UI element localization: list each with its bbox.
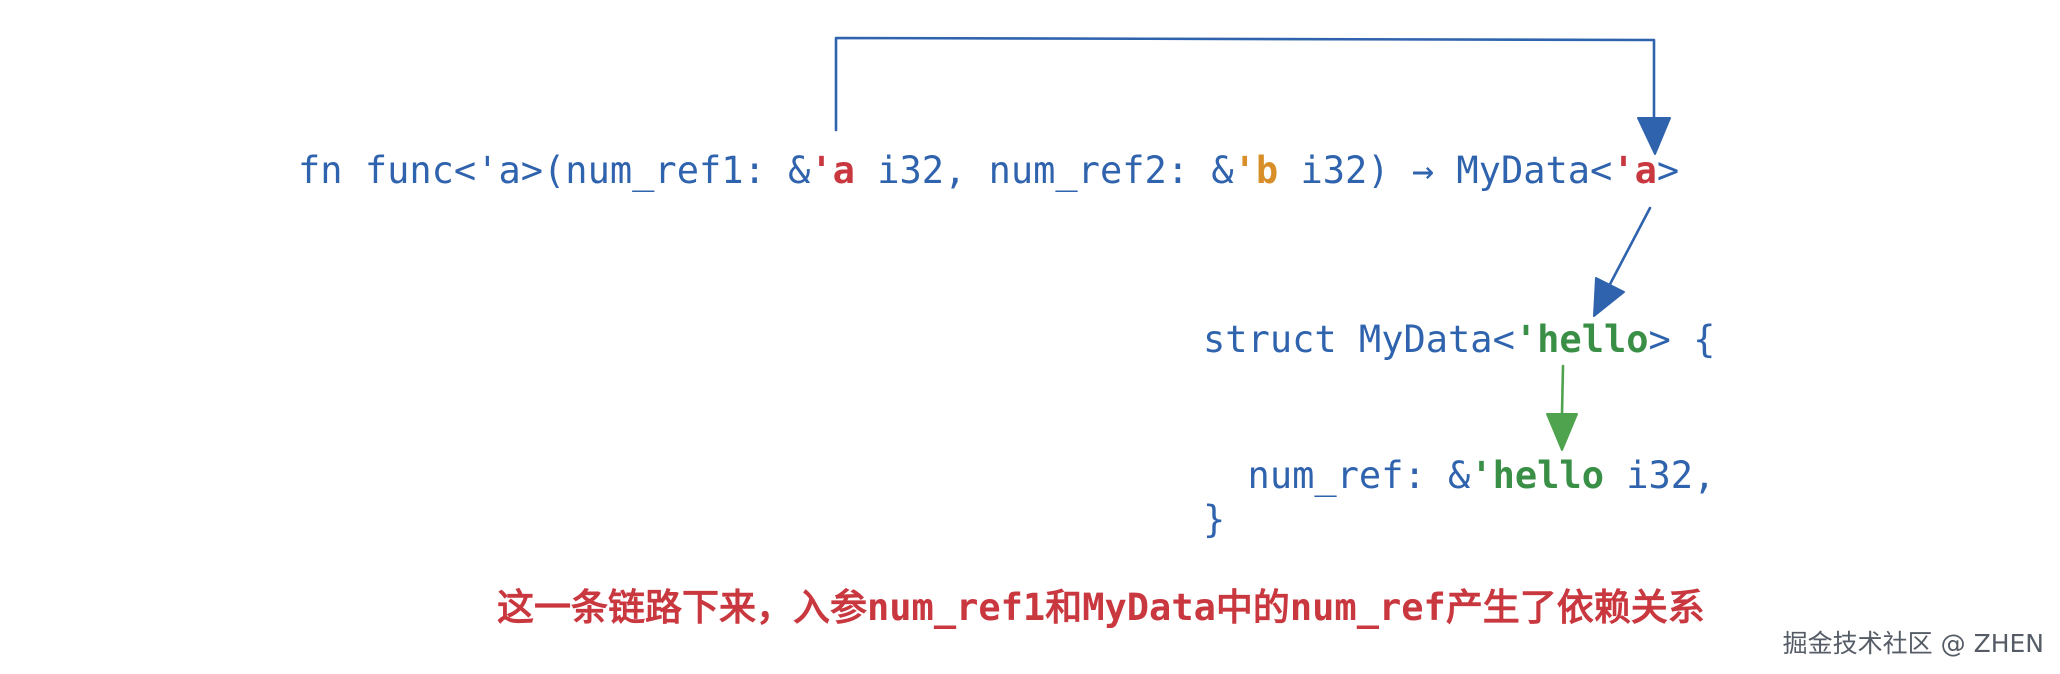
struct-field-prefix: num_ref: & bbox=[1203, 454, 1471, 497]
diagonal-arrow-head bbox=[1593, 277, 1625, 317]
struct-header-line: struct MyData<'hello> { bbox=[1203, 318, 1715, 362]
lifetime-a-return: 'a bbox=[1612, 149, 1657, 192]
lifetime-hello-field: 'hello bbox=[1470, 454, 1604, 497]
function-signature: fn func<'a>(num_ref1: &'a i32, num_ref2:… bbox=[298, 149, 1679, 193]
diagonal-arrow-line bbox=[1606, 206, 1652, 290]
signature-mid-1: i32, num_ref2: & bbox=[854, 149, 1234, 192]
lifetime-a-param: 'a bbox=[810, 149, 855, 192]
lifetime-b-param: 'b bbox=[1233, 149, 1279, 192]
closing-brace: } bbox=[1203, 498, 1226, 541]
caption-mydata: MyData bbox=[1082, 586, 1216, 629]
struct-header-suffix: > { bbox=[1648, 318, 1716, 361]
watermark: 掘金技术社区 @ ZHEN bbox=[1782, 629, 2044, 658]
green-arrow-head bbox=[1546, 413, 1578, 451]
lifetime-hello-struct: 'hello bbox=[1514, 318, 1649, 361]
caption-part-1: 这一条链路下来，入参 bbox=[497, 586, 867, 629]
caption-num-ref: num_ref bbox=[1289, 586, 1446, 629]
bracket-arrow-line bbox=[834, 36, 1656, 132]
dependency-caption: 这一条链路下来，入参num_ref1和MyData中的num_ref产生了依赖关… bbox=[497, 584, 1705, 632]
struct-field-line: num_ref: &'hello i32, bbox=[1203, 454, 1716, 498]
caption-part-5: 中的 bbox=[1215, 586, 1290, 629]
bracket-arrow-head bbox=[1637, 117, 1671, 155]
signature-prefix: fn func<'a>(num_ref1: & bbox=[298, 149, 811, 192]
struct-header-prefix: struct MyData< bbox=[1203, 318, 1515, 361]
caption-part-7: 产生了依赖关系 bbox=[1445, 586, 1705, 629]
green-arrow-line bbox=[1560, 364, 1565, 416]
caption-num-ref1: num_ref1 bbox=[867, 586, 1046, 629]
struct-field-suffix: i32, bbox=[1603, 454, 1716, 497]
signature-mid-2: i32) → MyData< bbox=[1278, 149, 1613, 192]
struct-closing-brace: } bbox=[1203, 498, 1225, 542]
signature-suffix: > bbox=[1656, 149, 1680, 192]
caption-part-3: 和 bbox=[1045, 586, 1083, 629]
